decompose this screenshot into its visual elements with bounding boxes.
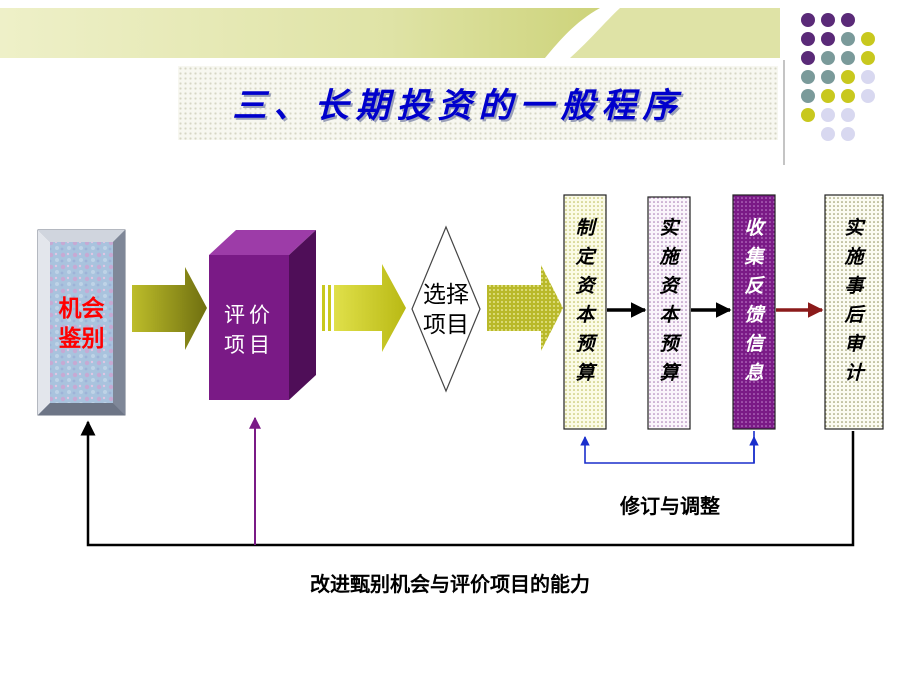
col2-char: 预 [659,333,679,355]
col1-char: 预 [575,333,595,355]
decor-dot [821,89,835,103]
col3-char: 息 [744,362,764,384]
col4-char: 事 [844,275,864,297]
decor-dot [841,127,855,141]
column-box-budget-formulate [563,194,607,430]
header-swoosh [0,8,780,58]
column-box-budget-implement [647,196,691,430]
col1-char: 定 [575,246,595,268]
decor-dot [821,32,835,46]
opportunity-label: 机会 鉴别 [58,296,105,352]
revision-loop-line [580,431,755,464]
arrow-olive-1 [132,267,207,350]
evaluation-box [209,230,316,400]
col4-char: 施 [844,246,864,268]
improvement-caption: 改进甄别机会与评价项目的能力 [310,572,590,596]
page-title: 三、长期投资的一般程序 [232,86,684,126]
col3-char: 反 [744,275,764,297]
col2-char: 资 [659,275,679,297]
col3-char: 集 [744,246,764,268]
col4-char: 后 [844,304,864,326]
decor-dot [861,89,875,103]
decor-dot [801,108,815,122]
selection-diamond [411,225,481,393]
improvement-loop-line [80,420,855,547]
column-box-feedback [732,194,776,430]
decor-dot [801,70,815,84]
decor-dot [821,108,835,122]
decor-dot [821,127,835,141]
col1-char: 资 [575,275,595,297]
col2-char: 施 [659,246,679,268]
col1-char: 算 [575,362,595,384]
decor-dot [801,13,815,27]
col2-char: 算 [659,362,679,384]
decor-dot [821,70,835,84]
decor-dot [861,51,875,65]
decor-dot [841,32,855,46]
decor-dot [841,89,855,103]
decor-dot [801,51,815,65]
opportunity-box [37,229,126,416]
col2-char: 本 [659,304,679,326]
col4-char: 审 [844,333,864,355]
revision-caption: 修订与调整 [620,494,720,518]
dot-grid-decoration [783,13,875,165]
selection-label: 选择 项目 [423,282,469,338]
evaluation-label: 评价 项目 [224,303,274,357]
decor-dot [801,89,815,103]
col1-char: 制 [575,217,595,239]
col1-char: 本 [575,304,595,326]
arrow-yellow-2 [322,264,406,352]
col4-char: 计 [844,362,864,384]
column-box-post-audit [824,194,884,430]
column-text-budget-implement: 实施资本预算 [648,200,690,430]
decor-dot [841,13,855,27]
decor-dot [801,32,815,46]
col3-char: 收 [744,217,764,239]
col4-char: 实 [844,217,864,239]
title-band [178,66,778,140]
column-text-feedback: 收集反馈信息 [733,200,775,430]
col3-char: 信 [744,333,764,355]
decor-dot [821,13,835,27]
col3-char: 馈 [744,304,764,326]
arrow-dotted-3 [487,265,563,351]
decor-dot [841,70,855,84]
decor-dot [861,70,875,84]
decor-dot [821,51,835,65]
column-text-budget-formulate: 制定资本预算 [564,200,606,430]
column-text-post-audit: 实施事后审计 [825,200,883,430]
decor-dot [861,32,875,46]
decor-dot [841,51,855,65]
col2-char: 实 [659,217,679,239]
decor-dot [841,108,855,122]
